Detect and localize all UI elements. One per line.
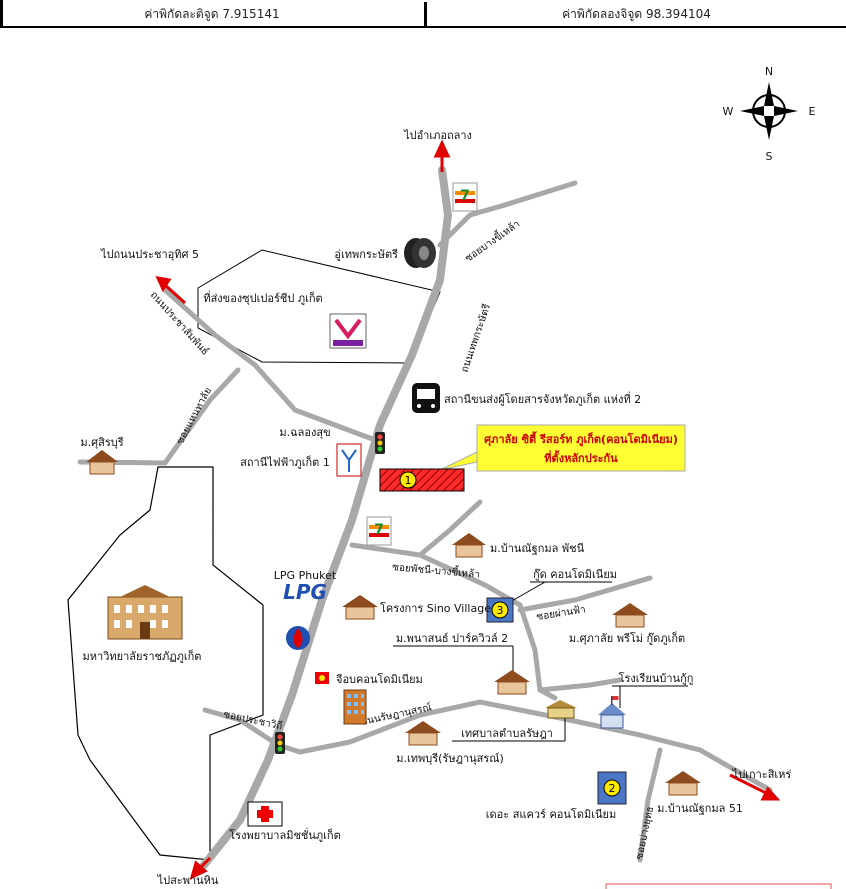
marker-3: 3 <box>497 604 504 617</box>
label-good-condo: กู๊ด คอนโดมิเนียม <box>533 567 617 581</box>
compass-south: S <box>766 150 773 163</box>
house-icon <box>342 595 378 620</box>
marker-1: 1 <box>405 474 412 487</box>
label-municipality: เทศบาลตำบลรัษฎา <box>461 727 553 740</box>
location-map: N S W E ไปอำเภอถลาง ไปถนนประชาอุทิศ 5 ไป… <box>67 65 832 889</box>
label-power-station: สถานีไฟฟ้าภูเก็ต 1 <box>240 455 330 469</box>
label-kusirin: ม.ศุสิรบุรี <box>80 436 123 449</box>
seven-eleven-top-icon: 7 <box>452 182 478 212</box>
legend-box-edge <box>605 883 832 889</box>
house-icon <box>86 450 118 475</box>
label-thep-buri: ม.เทพบุรี(รัษฎานุสรณ์) <box>396 752 504 765</box>
compass-east: E <box>809 105 816 118</box>
supercheap-logo-icon <box>329 313 367 349</box>
ptt-logo-icon <box>286 626 310 650</box>
label-tire-shop: อู่เทพกระษัตรี <box>334 248 398 261</box>
longitude-value: ค่าพิกัดลองจิจูด 98.394104 <box>427 2 846 28</box>
label-supercheap-depot: ที่ส่งของซุปเปอร์ชีป ภูเก็ต <box>203 290 322 305</box>
hospital-icon <box>247 801 283 827</box>
label-bus-terminal: สถานีขนส่งผู้โดยสารจังหวัดภูเก็ต แห่งที่… <box>444 391 641 406</box>
lpg-logo-icon: LPG <box>283 580 327 604</box>
dest-prachauthit5: ไปถนนประชาอุทิศ 5 <box>100 248 199 261</box>
compass-north: N <box>765 65 773 78</box>
main-project-subtitle: ที่ตั้งหลักประกัน <box>544 450 618 465</box>
dest-koh-sire: ไปเกาะสิเหร่ <box>732 768 792 781</box>
dest-thalang: ไปอำเภอถลาง <box>403 129 472 142</box>
marker-1-circle <box>399 471 417 489</box>
latitude-value: ค่าพิกัดละติจูด 7.915141 <box>0 2 427 28</box>
coordinates-left-edge <box>0 0 3 28</box>
road-label-bang-yai: ซอยบ่างยุทธ <box>634 805 656 860</box>
marker-2: 2 <box>609 782 616 795</box>
road-label-bang-khu-lao: ซอยบางขี้เหล้า <box>462 216 523 264</box>
main-project-callout: ศุภาลัย ซิตี้ รีสอร์ท ภูเก็ต(คอนโดมิเนีย… <box>439 424 686 472</box>
house-icon <box>405 721 441 746</box>
depot-boundary <box>197 249 441 364</box>
condo-2-icon: 2 <box>597 771 627 805</box>
university-building-icon <box>107 585 183 640</box>
label-the-square: เดอะ สแควร์ คอนโดมิเนียม <box>486 807 616 821</box>
tire-icon <box>404 238 436 268</box>
svg-text:7: 7 <box>460 188 470 204</box>
label-hospital: โรงพยาบาลมิชชั่นภูเก็ต <box>229 827 340 842</box>
traffic-light-icon <box>375 432 385 454</box>
main-road-thepkasattri <box>196 166 453 874</box>
main-project-title: ศุภาลัย ซิตี้ รีสอร์ท ภูเก็ต(คอนโดมิเนีย… <box>484 431 678 447</box>
jeab-condo-logo-icon <box>315 672 329 684</box>
direction-arrows <box>155 139 781 880</box>
municipality-icon <box>545 700 577 719</box>
bus-icon <box>412 383 440 413</box>
traffic-light-icon <box>275 732 285 754</box>
condo-3-icon: 3 <box>486 597 514 623</box>
label-ban-rattanakon: ม.บ้านณัฐกมล พัชนี <box>490 542 585 555</box>
house-icon <box>612 603 648 628</box>
label-school-ban-kuku: โรงเรียนบ้านกู้กู <box>619 671 694 685</box>
dest-saphan-hin: ไปสะพานหิน <box>157 874 219 887</box>
road-label-tha-krakham: ซอยแหนทาลัย <box>175 386 214 447</box>
label-supalai-pride: ม.ศุภาลัย พรีโม่ กู๊ดภูเก็ต <box>569 631 685 645</box>
label-rajabhat: มหาวิทยาลัยราชภัฏภูเก็ต <box>83 649 202 663</box>
main-project-site <box>379 468 465 492</box>
school-icon <box>598 696 626 729</box>
label-lpg-phuket: LPG Phuket <box>274 569 337 582</box>
university-boundary <box>67 466 264 861</box>
label-chalong-suk: ม.ฉลองสุข <box>279 426 330 439</box>
house-icon <box>452 533 486 558</box>
compass-west: W <box>723 105 734 118</box>
coordinates-bar: ค่าพิกัดละติจูด 7.915141 ค่าพิกัดลองจิจู… <box>0 0 846 28</box>
road-label-thepkasattri: ถนนเทพกระษัตรี <box>458 302 493 374</box>
label-ban-rattanakon51: ม.บ้านณัฐกมล 51 <box>657 802 743 815</box>
label-phanason: ม.พนาสนธ์ ปาร์ควิวล์ 2 <box>396 632 508 645</box>
condo-building-icon <box>343 689 367 725</box>
label-jeab-condo: จีอบคอนโดมิเนียม <box>335 672 422 686</box>
label-sino-village: โครงการ Sino Village <box>380 601 491 615</box>
svg-text:7: 7 <box>374 522 384 538</box>
power-station-icon <box>336 443 362 477</box>
compass-rose: N S W E <box>723 65 816 163</box>
house-icon <box>494 670 530 695</box>
secondary-roads <box>77 180 773 863</box>
house-icon <box>665 771 701 796</box>
seven-eleven-mid-icon: 7 <box>366 516 392 546</box>
